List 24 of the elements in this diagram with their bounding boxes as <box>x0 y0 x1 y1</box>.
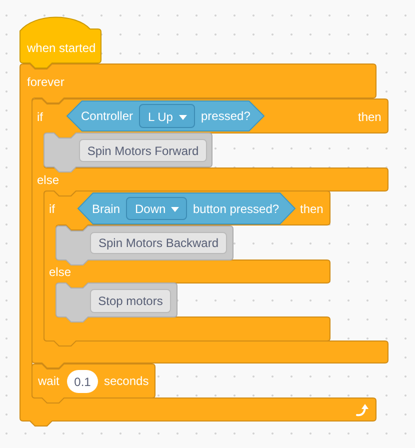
block-text: if <box>37 110 43 124</box>
condition-block <box>78 193 295 224</box>
block-text: forever <box>27 75 64 89</box>
block-text: seconds <box>104 374 149 388</box>
block-text: pressed? <box>201 109 250 123</box>
condition-block <box>67 101 264 131</box>
block-text: else <box>49 265 72 279</box>
block-text: wait <box>38 374 60 388</box>
if-else-block <box>44 191 330 346</box>
block-text: then <box>358 110 382 124</box>
block-text: if <box>49 202 55 216</box>
block-text: else <box>37 173 60 187</box>
dropdown-menu: L Up <box>139 104 195 128</box>
block-text: when started <box>27 41 96 55</box>
command-label: Stop motors <box>90 289 171 313</box>
command-label: Spin Motors Forward <box>79 139 207 162</box>
block-text: Controller <box>81 109 134 123</box>
block-text: Brain <box>92 202 120 216</box>
dropdown-menu: Down <box>126 197 187 220</box>
block-text: button pressed? <box>193 202 280 216</box>
command-label: Spin Motors Backward <box>90 232 227 254</box>
hat-block <box>20 17 101 68</box>
if-else-block <box>32 99 388 368</box>
block-text: then <box>300 202 324 216</box>
